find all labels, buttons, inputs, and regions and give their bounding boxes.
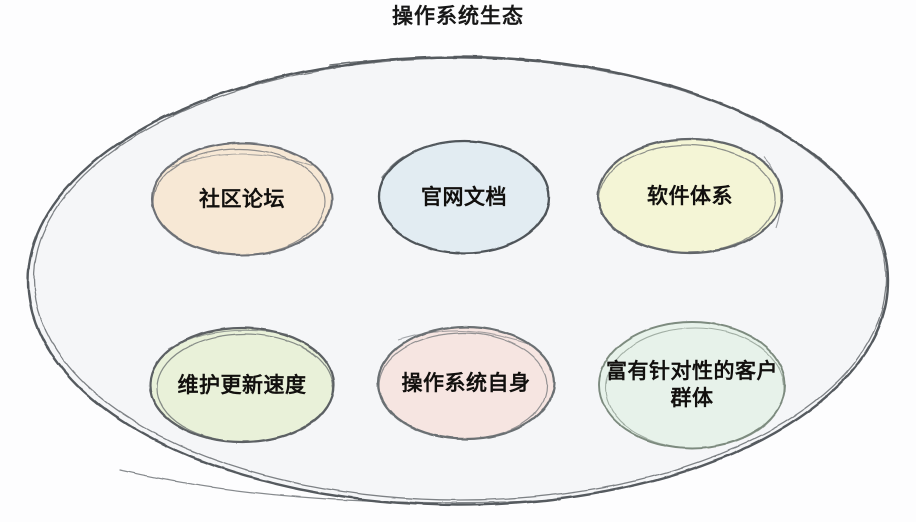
page-title: 操作系统生态 [392, 5, 524, 28]
node-targeted-customer-base[interactable] [598, 321, 786, 449]
node-maintenance-update-speed[interactable] [148, 326, 336, 444]
node-community-forum[interactable] [150, 141, 334, 257]
node-official-docs[interactable] [377, 139, 551, 255]
node-operating-system-itself[interactable] [376, 325, 556, 441]
node-software-system[interactable] [596, 137, 784, 255]
